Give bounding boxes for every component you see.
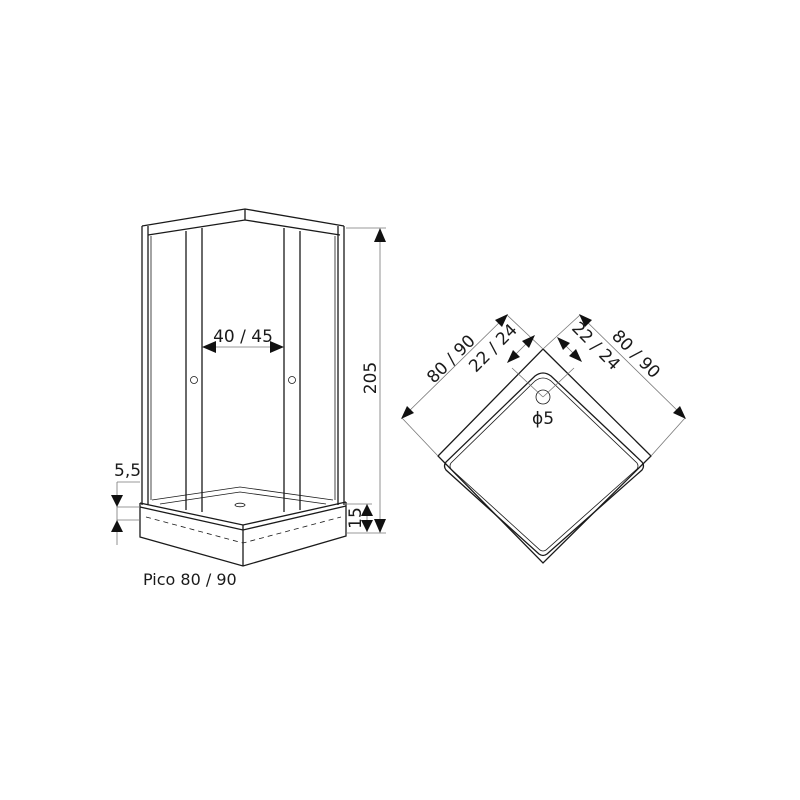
- left-door-handle: [190, 376, 198, 384]
- height-dimension: 205: [346, 227, 386, 534]
- right-side-dimension: 80 / 90: [542, 314, 686, 457]
- shower-enclosure-front-view: [139, 208, 347, 567]
- drain-circle: [535, 389, 551, 405]
- tray-height-label: 15: [346, 507, 366, 529]
- door-width-label: 40 / 45: [213, 327, 273, 347]
- drain-hole: [234, 502, 246, 508]
- tray-height-dimension: 15: [346, 503, 373, 532]
- tray-step-dimension: 5,5: [111, 461, 141, 545]
- right-door-handle: [288, 376, 296, 384]
- door-width-dimension: 40 / 45: [202, 327, 284, 353]
- left-side-dimension: 80 / 90: [401, 314, 544, 457]
- tray-step-label: 5,5: [114, 461, 141, 481]
- shower-tray-top-view: [437, 348, 652, 564]
- drain-diameter-label: ϕ5: [532, 409, 554, 429]
- height-label: 205: [361, 362, 381, 394]
- model-caption: Pico 80 / 90: [143, 570, 237, 589]
